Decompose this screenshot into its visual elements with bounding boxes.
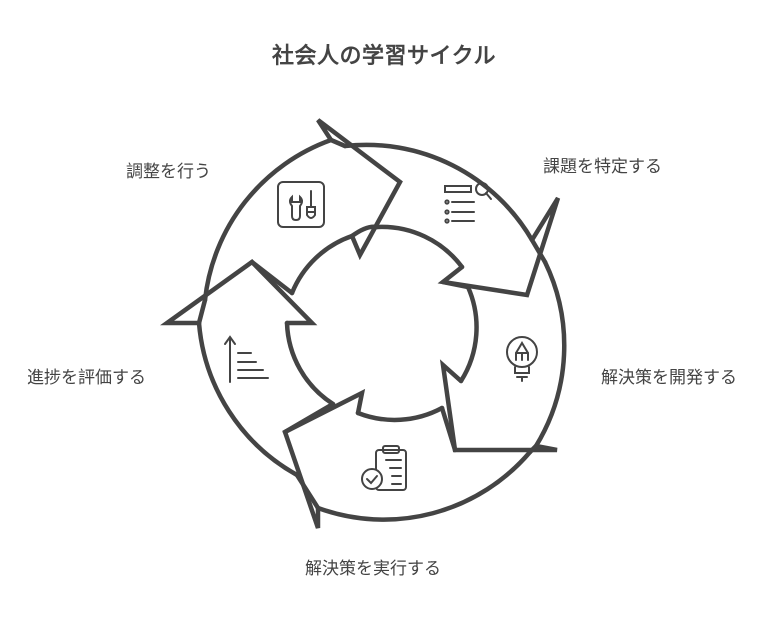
toolbox-wrench-icon bbox=[277, 181, 325, 228]
step-label-adjust: 調整を行う bbox=[126, 162, 211, 182]
inner-ring bbox=[284, 224, 479, 423]
step-label-develop: 解決策を開発する bbox=[601, 368, 737, 388]
arrow-head-identify bbox=[437, 196, 561, 298]
lightbulb-pencil-icon bbox=[506, 336, 538, 382]
diagram-title: 社会人の学習サイクル bbox=[272, 44, 496, 69]
list-search-icon bbox=[444, 182, 492, 224]
step-label-execute: 解決策を実行する bbox=[305, 559, 441, 579]
step-label-evaluate: 進捗を評価する bbox=[27, 368, 146, 388]
step-label-identify: 課題を特定する bbox=[543, 157, 662, 177]
outer-ring bbox=[196, 137, 567, 522]
clipboard-check-icon bbox=[361, 445, 407, 491]
progress-bars-icon bbox=[224, 335, 269, 383]
arrow-head-adjust bbox=[316, 118, 403, 261]
